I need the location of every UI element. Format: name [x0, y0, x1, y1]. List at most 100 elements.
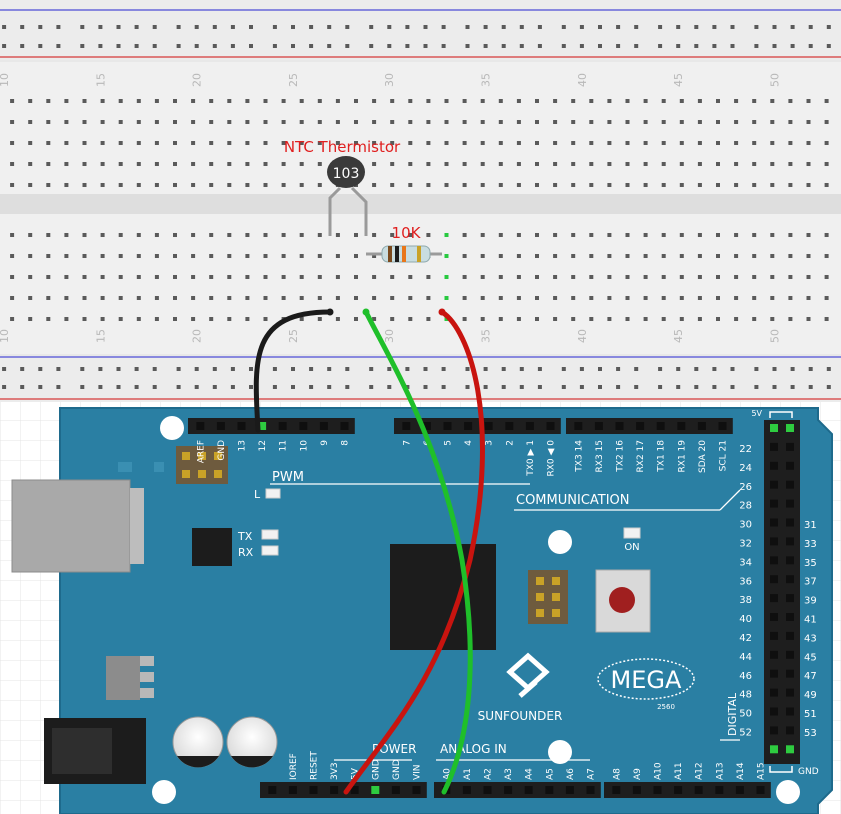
breadboard-hole[interactable]	[317, 254, 322, 258]
header-pin[interactable]	[786, 480, 794, 489]
breadboard-hole[interactable]	[212, 44, 217, 48]
breadboard-hole[interactable]	[730, 25, 735, 29]
breadboard-hole[interactable]	[281, 296, 286, 300]
breadboard-hole[interactable]	[209, 183, 214, 187]
breadboard-hole[interactable]	[598, 367, 602, 371]
breadboard-hole[interactable]	[100, 233, 105, 237]
header-pin[interactable]	[770, 613, 778, 621]
breadboard-hole[interactable]	[272, 44, 277, 48]
breadboard-hole[interactable]	[245, 296, 250, 300]
breadboard-hole[interactable]	[598, 385, 602, 389]
breadboard-hole[interactable]	[634, 385, 639, 389]
breadboard-hole[interactable]	[173, 99, 177, 103]
header-pin[interactable]	[412, 786, 421, 794]
breadboard-hole[interactable]	[498, 162, 503, 166]
breadboard-hole[interactable]	[173, 141, 177, 145]
breadboard-hole[interactable]	[676, 25, 681, 29]
breadboard-hole[interactable]	[28, 99, 33, 103]
breadboard-hole[interactable]	[408, 183, 413, 187]
breadboard-hole[interactable]	[444, 99, 449, 103]
breadboard-hole[interactable]	[80, 25, 85, 29]
breadboard-hole[interactable]	[607, 99, 612, 103]
header-pin[interactable]	[237, 422, 246, 430]
breadboard-hole[interactable]	[173, 254, 177, 258]
breadboard-hole[interactable]	[716, 99, 720, 103]
breadboard-hole[interactable]	[772, 44, 777, 48]
header-pin[interactable]	[391, 786, 400, 794]
breadboard-hole[interactable]	[194, 385, 199, 389]
breadboard-hole[interactable]	[788, 141, 793, 145]
breadboard-hole[interactable]	[483, 367, 488, 371]
breadboard-hole[interactable]	[519, 367, 524, 371]
breadboard-hole[interactable]	[462, 317, 467, 321]
breadboard-hole[interactable]	[480, 317, 485, 321]
breadboard-hole[interactable]	[498, 120, 503, 124]
breadboard-hole[interactable]	[806, 296, 811, 300]
breadboard-hole[interactable]	[426, 296, 431, 300]
breadboard-hole[interactable]	[734, 317, 739, 321]
breadboard-hole[interactable]	[118, 233, 123, 237]
breadboard-hole[interactable]	[483, 44, 488, 48]
header-pin[interactable]	[786, 499, 794, 508]
breadboard-hole[interactable]	[589, 141, 594, 145]
breadboard-hole[interactable]	[263, 233, 268, 237]
breadboard-hole[interactable]	[643, 183, 648, 187]
breadboard-hole[interactable]	[317, 120, 322, 124]
header-pin[interactable]	[594, 422, 603, 430]
breadboard-hole[interactable]	[462, 233, 467, 237]
breadboard-hole[interactable]	[10, 275, 15, 279]
breadboard-hole[interactable]	[679, 233, 684, 237]
breadboard-hole[interactable]	[10, 183, 15, 187]
breadboard-hole[interactable]	[553, 141, 558, 145]
breadboard-hole[interactable]	[826, 385, 831, 389]
breadboard-hole[interactable]	[535, 120, 539, 124]
breadboard-hole[interactable]	[46, 141, 51, 145]
breadboard-hole[interactable]	[480, 233, 485, 237]
breadboard-hole[interactable]	[390, 141, 395, 145]
breadboard-hole[interactable]	[249, 385, 253, 389]
breadboard-hole[interactable]	[152, 385, 157, 389]
breadboard-hole[interactable]	[309, 385, 314, 389]
breadboard-hole[interactable]	[212, 385, 217, 389]
breadboard-hole[interactable]	[589, 233, 594, 237]
breadboard-hole[interactable]	[444, 120, 449, 124]
breadboard-hole[interactable]	[571, 317, 576, 321]
breadboard-hole[interactable]	[209, 141, 214, 145]
breadboard-hole[interactable]	[176, 44, 181, 48]
breadboard-hole[interactable]	[616, 25, 621, 29]
breadboard-hole[interactable]	[98, 385, 103, 389]
breadboard-hole[interactable]	[299, 296, 304, 300]
header-pin[interactable]	[546, 422, 555, 430]
breadboard-hole[interactable]	[80, 367, 85, 371]
breadboard-hole[interactable]	[372, 183, 377, 187]
header-pin[interactable]	[786, 424, 794, 432]
breadboard-hole[interactable]	[345, 367, 350, 371]
breadboard-hole[interactable]	[770, 275, 775, 279]
breadboard-hole[interactable]	[679, 296, 684, 300]
breadboard-hole[interactable]	[191, 275, 196, 279]
header-pin[interactable]	[786, 575, 794, 584]
breadboard-hole[interactable]	[118, 275, 123, 279]
breadboard-hole[interactable]	[173, 296, 177, 300]
breadboard-hole[interactable]	[752, 162, 757, 166]
breadboard-hole[interactable]	[28, 120, 33, 124]
breadboard-hole[interactable]	[712, 367, 717, 371]
breadboard-hole[interactable]	[643, 141, 648, 145]
breadboard-hole[interactable]	[46, 254, 51, 258]
breadboard-hole[interactable]	[730, 385, 735, 389]
breadboard-hole[interactable]	[194, 367, 199, 371]
breadboard-hole[interactable]	[390, 162, 395, 166]
header-pin[interactable]	[636, 422, 645, 430]
breadboard-hole[interactable]	[607, 120, 612, 124]
breadboard-hole[interactable]	[553, 254, 558, 258]
breadboard-hole[interactable]	[272, 25, 277, 29]
breadboard-hole[interactable]	[752, 254, 757, 258]
header-pin[interactable]	[340, 422, 349, 430]
breadboard-hole[interactable]	[118, 183, 123, 187]
breadboard-hole[interactable]	[212, 367, 217, 371]
header-pin[interactable]	[278, 422, 287, 430]
breadboard-hole[interactable]	[806, 317, 811, 321]
breadboard-hole[interactable]	[661, 317, 666, 321]
breadboard-hole[interactable]	[405, 25, 410, 29]
breadboard-hole[interactable]	[154, 254, 159, 258]
